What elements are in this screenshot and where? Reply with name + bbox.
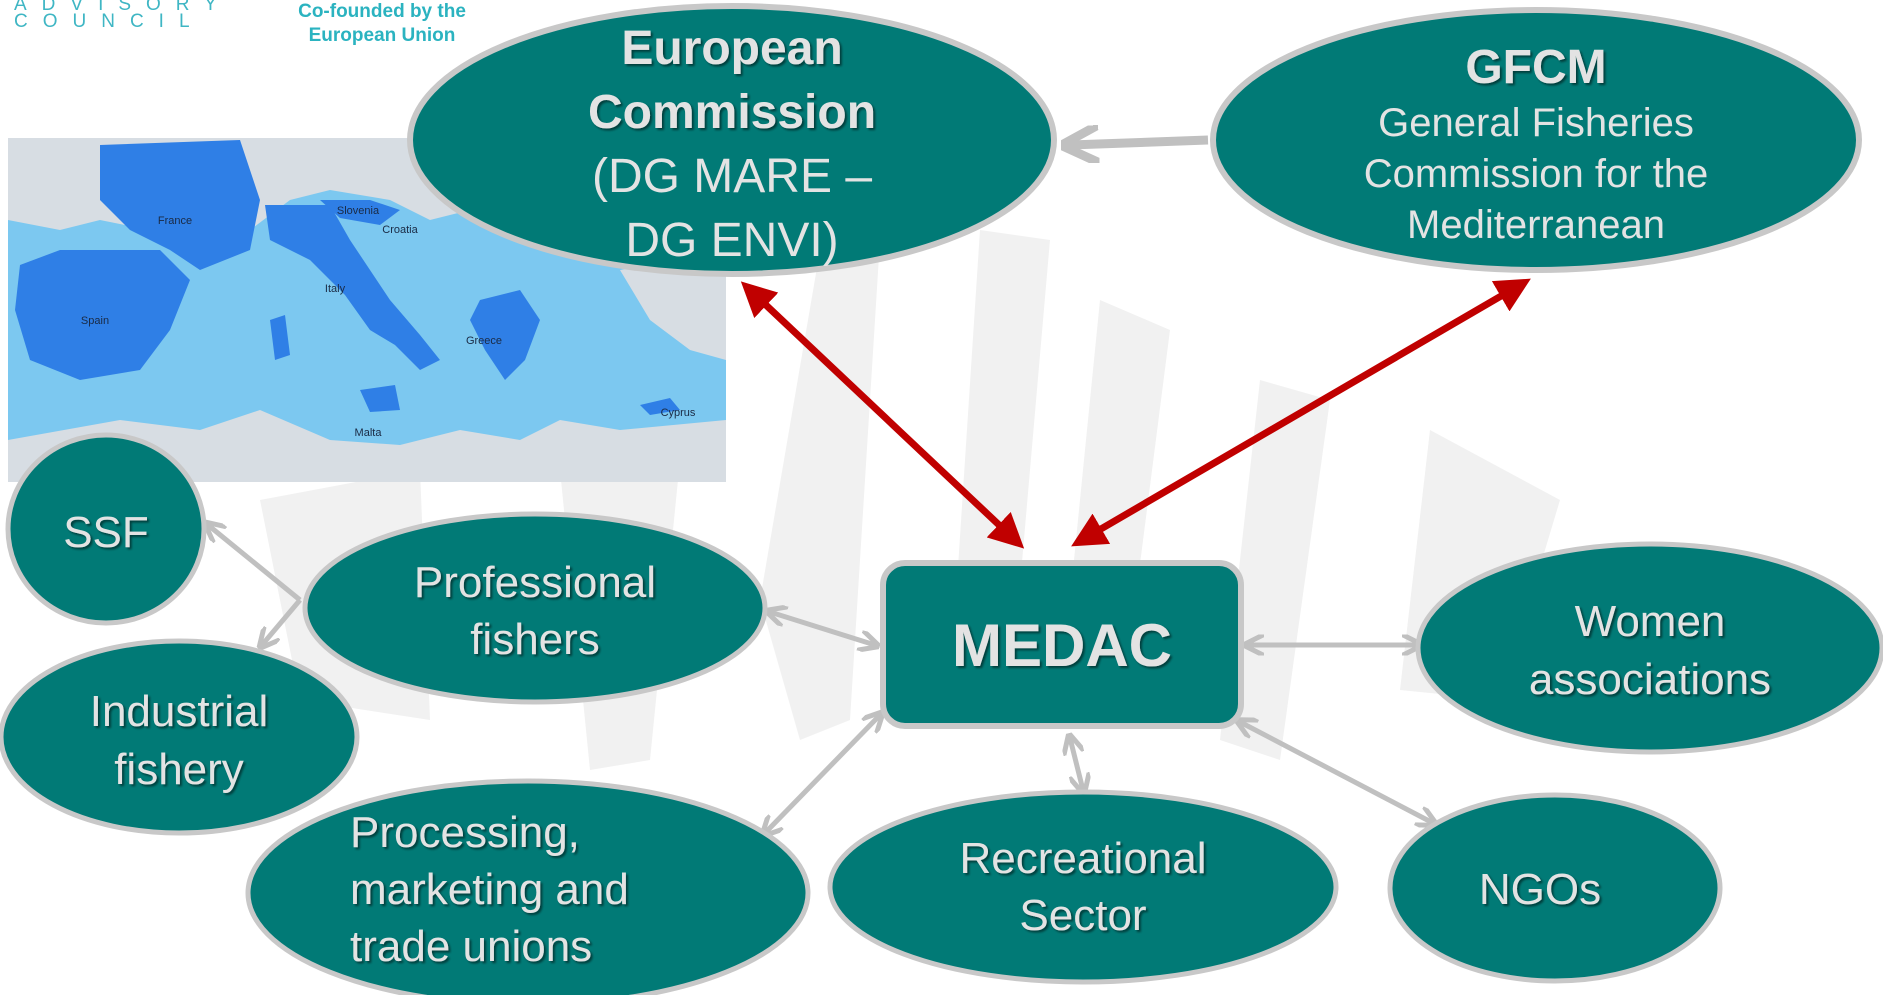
node-women-associations: Women associations: [1415, 541, 1883, 755]
map-label-greece: Greece: [466, 335, 502, 347]
medac-label: MEDAC: [952, 612, 1172, 679]
industrial-line-2: fishery: [114, 745, 244, 794]
eu-cofounded-note: Co-founded by the European Union: [272, 0, 492, 48]
ec-ellipse: [407, 3, 1057, 277]
map-sardinia: [270, 315, 290, 360]
women-ellipse: [1415, 541, 1883, 755]
ec-medac-arrow: [740, 281, 1025, 549]
processing-line-2: marketing and: [350, 865, 629, 914]
recreational-ellipse: [827, 789, 1339, 985]
industrial-ellipse: [0, 638, 360, 836]
node-recreational-sector: Recreational Sector: [827, 789, 1339, 985]
ngos-label: NGOs: [1479, 865, 1601, 914]
node-ngos: NGOs: [1387, 792, 1723, 984]
map-land-africa: [8, 410, 726, 482]
map-label-france: France: [158, 215, 192, 227]
map-sicily: [360, 385, 400, 412]
ec-line-4: DG ENVI): [625, 214, 838, 267]
ngos-medac-arrow: [1240, 722, 1433, 823]
cofounded-line-2: European Union: [308, 25, 456, 46]
node-ssf: SSF: [5, 432, 207, 626]
ssf-ellipse: [5, 432, 207, 626]
processing-line-3: trade unions: [350, 922, 592, 971]
industrial-line-1: Industrial: [90, 687, 269, 736]
node-gfcm: GFCM General Fisheries Commission for th…: [1210, 7, 1862, 273]
node-european-commission: European Commission (DG MARE – DG ENVI): [407, 3, 1057, 277]
gfcm-title: GFCM: [1465, 41, 1606, 94]
node-medac: MEDAC: [880, 560, 1244, 729]
map-land-turkey: [620, 250, 726, 360]
professional-ellipse: [302, 511, 768, 705]
connectors: [208, 140, 1531, 833]
ngos-ellipse: [1387, 792, 1723, 984]
processing-ellipse: [245, 778, 811, 995]
map-france: [100, 140, 260, 270]
ssf-label: SSF: [63, 508, 149, 557]
map-label-malta: Malta: [355, 427, 383, 439]
gfcm-line-1: General Fisheries: [1378, 101, 1694, 145]
women-line-1: Women: [1575, 597, 1726, 646]
gfcm-to-ec-arrow: [1070, 140, 1209, 145]
gfcm-line-3: Mediterranean: [1407, 203, 1665, 247]
recreational-line-2: Sector: [1019, 891, 1146, 940]
processing-line-1: Processing,: [350, 808, 580, 857]
ec-line-2: Commission: [588, 86, 876, 139]
node-professional-fishers: Professional fishers: [302, 511, 768, 705]
advisory-council-logo: ADVISORY COUNCIL: [14, 0, 232, 32]
ec-line-3: (DG MARE –: [592, 150, 872, 203]
map-label-slovenia: Slovenia: [337, 205, 380, 217]
map-cyprus: [640, 398, 680, 415]
recreational-medac-arrow: [1070, 738, 1083, 790]
gfcm-line-2: Commission for the: [1364, 152, 1709, 196]
gfcm-medac-arrow: [1071, 278, 1531, 547]
professional-line-2: fishers: [470, 615, 600, 664]
advisory-word: ADVISORY: [14, 0, 232, 15]
recreational-line-1: Recreational: [959, 834, 1206, 883]
medac-box: [880, 560, 1244, 729]
map-greece: [470, 290, 540, 380]
council-word: COUNCIL: [14, 11, 205, 32]
women-line-2: associations: [1529, 655, 1771, 704]
node-processing: Processing, marketing and trade unions: [245, 778, 811, 995]
map-label-spain: Spain: [81, 315, 109, 327]
professional-medac-arrow: [770, 612, 875, 645]
map-label-italy: Italy: [325, 283, 346, 295]
gfcm-ellipse: [1210, 7, 1862, 273]
cofounded-line-1: Co-founded by the: [298, 1, 466, 22]
ec-line-1: European: [621, 22, 842, 75]
ssf-link: [208, 525, 302, 602]
map-italy: [265, 205, 440, 370]
industrial-link: [262, 598, 302, 645]
map-label-cyprus: Cyprus: [661, 407, 696, 419]
map-label-croatia: Croatia: [382, 224, 418, 236]
professional-line-1: Professional: [414, 558, 656, 607]
map-spain: [15, 250, 190, 380]
processing-medac-arrow: [765, 715, 880, 833]
node-industrial-fishery: Industrial fishery: [0, 638, 360, 836]
map-slovenia-croatia: [320, 200, 400, 225]
